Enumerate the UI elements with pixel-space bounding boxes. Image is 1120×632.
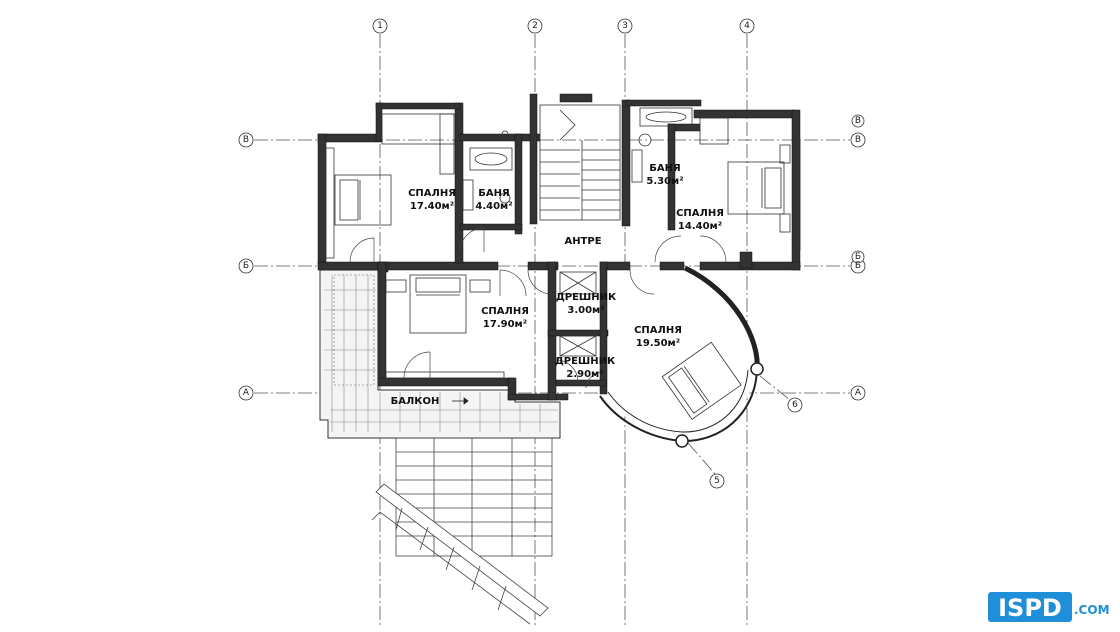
axis-label-a-left: А [243,388,250,398]
room-label-bath-right-area: 5.30м² [646,176,683,187]
round-bedroom-shell [599,265,764,448]
axis-label-6: 6 [792,400,798,410]
axis-label-3: 3 [622,21,628,31]
door-swings [349,227,727,389]
axis-label-b-right: Б [855,261,861,271]
room-label-closet-bottom-name: ДРЕШНИК [555,356,616,367]
ispd-logo: ISPD .COM [988,592,1110,622]
axis-label-5: 5 [714,476,720,486]
axis-label-1: 1 [377,21,383,31]
axis-label-v-prime: В [855,116,861,126]
axis-label-b-left: Б [243,261,249,271]
room-label-hall-name: АНТРЕ [564,236,601,247]
room-label-bedroom-round-name: СПАЛНЯ [634,325,682,336]
room-label-bath-left-name: БАНЯ [478,188,509,199]
axis-label-v-left: В [243,135,249,145]
fixtures [325,104,801,420]
room-label-bedroom-left-bottom-area: 17.90м² [483,319,527,330]
room-label-bedroom-left-top-name: СПАЛНЯ [408,188,456,199]
axis-label-4: 4 [744,21,750,31]
axis-label-b-prime: Б [855,252,861,262]
walls [317,93,801,401]
room-label-closet-top-area: 3.00м² [567,305,604,316]
room-label-balcony-name: БАЛКОН [391,396,440,407]
room-label-bedroom-round-area: 19.50м² [636,338,680,349]
axis-bubbles [238,18,866,489]
room-label-bedroom-right-top-area: 14.40м² [678,221,722,232]
logo-suffix-text: .COM [1074,603,1110,617]
room-label-bedroom-left-top-area: 17.40м² [410,201,454,212]
axis-label-v-right: В [855,135,861,145]
room-label-closet-top-name: ДРЕШНИК [556,292,617,303]
room-label-bath-right-name: БАНЯ [649,163,680,174]
balcony-arrow-icon [452,397,469,405]
room-label-bath-left-area: 4.40м² [475,201,512,212]
room-label-closet-bottom-area: 2.90м² [566,369,603,380]
axis-label-2: 2 [532,21,538,31]
axis-label-a-right: А [855,388,862,398]
room-label-bedroom-right-top-name: СПАЛНЯ [676,208,724,219]
room-label-bedroom-left-bottom-name: СПАЛНЯ [481,306,529,317]
logo-main-text: ISPD [998,594,1062,622]
exterior-stairs [371,437,553,625]
